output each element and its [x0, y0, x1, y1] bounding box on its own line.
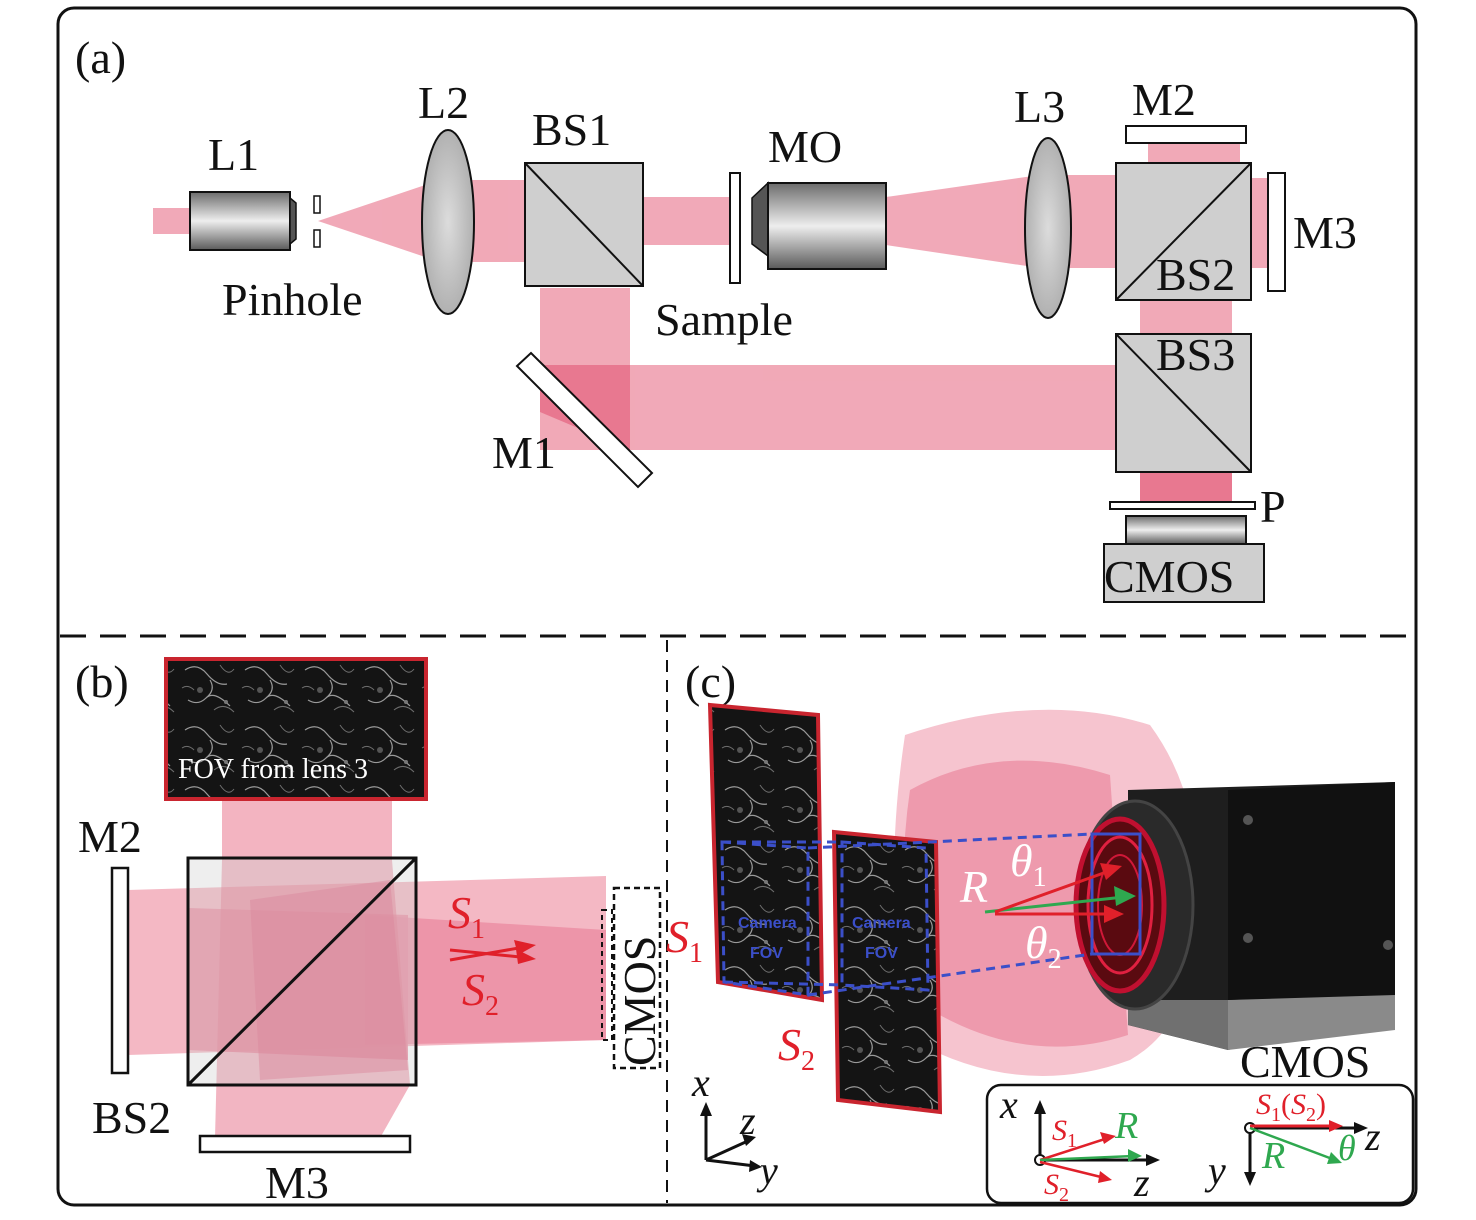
axis-z-label: z — [739, 1098, 756, 1143]
inset-left-z: z — [1133, 1160, 1150, 1205]
panel-b: (b) FOV from lens 3 CMOS S1 S2 M2 — [75, 656, 665, 1208]
panel-c: (c) — [666, 656, 1415, 1206]
label-bs1: BS1 — [532, 104, 611, 155]
inset-right-theta: θ — [1338, 1128, 1356, 1168]
panel-label-b: (b) — [75, 656, 129, 707]
label-cmos-a: CMOS — [1104, 551, 1234, 602]
axes-xyz — [700, 1102, 762, 1172]
label-mo: MO — [768, 121, 842, 172]
l1-objective-body — [189, 191, 291, 251]
label-sample: Sample — [655, 294, 793, 345]
vector-inset — [985, 1083, 1415, 1205]
mo-objective-tip — [751, 181, 769, 258]
inset-right — [1244, 1120, 1368, 1186]
label-m3: M3 — [1293, 207, 1357, 258]
m3-mirror-b — [198, 1134, 412, 1154]
label-m2-b: M2 — [78, 811, 142, 862]
inset-left — [1034, 1100, 1160, 1183]
m2-mirror — [1125, 125, 1247, 144]
beam-path-b — [128, 798, 606, 1138]
l3-lens — [1024, 137, 1072, 319]
camera-fov-label-1b: FOV — [750, 945, 783, 962]
figure-frame — [56, 6, 1418, 1207]
s2-image-plane — [831, 829, 943, 1115]
label-theta2: θ2 — [1025, 917, 1062, 975]
m2-mirror-b — [110, 866, 130, 1075]
pinhole-upper — [313, 195, 321, 214]
inset-left-s1: S1 — [1052, 1114, 1077, 1152]
label-bs2-b: BS2 — [92, 1092, 171, 1143]
cmos-lens-mount — [1125, 515, 1247, 545]
r-arrow — [984, 895, 1125, 914]
inset-left-s2: S2 — [1044, 1168, 1069, 1206]
s1-image-plane — [707, 702, 825, 1003]
label-l2: L2 — [418, 77, 469, 128]
panel-label-c: (c) — [685, 656, 736, 707]
inset-right-r: R — [1261, 1135, 1285, 1177]
axis-x-label: x — [691, 1060, 710, 1105]
label-cmos-c: CMOS — [1240, 1036, 1370, 1087]
label-m1: M1 — [492, 427, 556, 478]
l2-lens — [421, 129, 475, 315]
label-l3: L3 — [1014, 81, 1065, 132]
panel-label-a: (a) — [75, 32, 126, 83]
inset-left-r: R — [1114, 1105, 1138, 1147]
polarizer — [1109, 501, 1256, 510]
label-m2: M2 — [1132, 74, 1196, 125]
camera-fov-label-2b: FOV — [865, 945, 898, 962]
cmos-camera-3d — [1073, 782, 1395, 1050]
inset-right-s1s2: S1(S2) — [1256, 1088, 1326, 1126]
camera-fov-label-1a: Camera — [738, 915, 797, 932]
cmos-body — [1103, 543, 1265, 603]
m1-mirror — [515, 351, 654, 489]
label-s1-c: S1 — [666, 911, 703, 969]
inset-left-x: x — [999, 1082, 1018, 1127]
label-bs2: BS2 — [1156, 249, 1235, 300]
label-bs3: BS3 — [1156, 329, 1235, 380]
axis-y-label: y — [756, 1148, 778, 1193]
fov-image — [164, 657, 428, 801]
l1-objective-tip — [289, 196, 297, 246]
label-pinhole: Pinhole — [222, 274, 363, 325]
label-r-c: R — [959, 861, 988, 912]
panel-a: (a) L1 L2 BS1 MO L3 M2 M3 BS2 BS3 Pinhol… — [75, 32, 1357, 603]
m3-mirror — [1267, 172, 1286, 292]
label-l1: L1 — [208, 129, 259, 180]
pinhole-lower — [313, 229, 321, 248]
label-m3-b: M3 — [265, 1157, 329, 1208]
camera-fov-label-2a: Camera — [852, 915, 911, 932]
camera-fov-dashed — [720, 832, 1093, 997]
label-s2-b: S2 — [462, 964, 499, 1022]
fov-caption: FOV from lens 3 — [178, 754, 368, 785]
inset-right-y: y — [1204, 1148, 1226, 1193]
label-cmos-b: CMOS — [614, 936, 665, 1066]
s1-arrow-c — [994, 868, 1113, 914]
label-p: P — [1260, 481, 1286, 532]
label-theta1: θ1 — [1010, 835, 1047, 893]
label-s2-c: S2 — [778, 1019, 815, 1077]
mo-objective-body — [767, 182, 887, 270]
sample-slide — [729, 172, 741, 284]
label-s1-b: S1 — [448, 887, 485, 945]
inset-right-z: z — [1364, 1114, 1381, 1159]
cmos-sensor-b — [612, 886, 662, 1070]
